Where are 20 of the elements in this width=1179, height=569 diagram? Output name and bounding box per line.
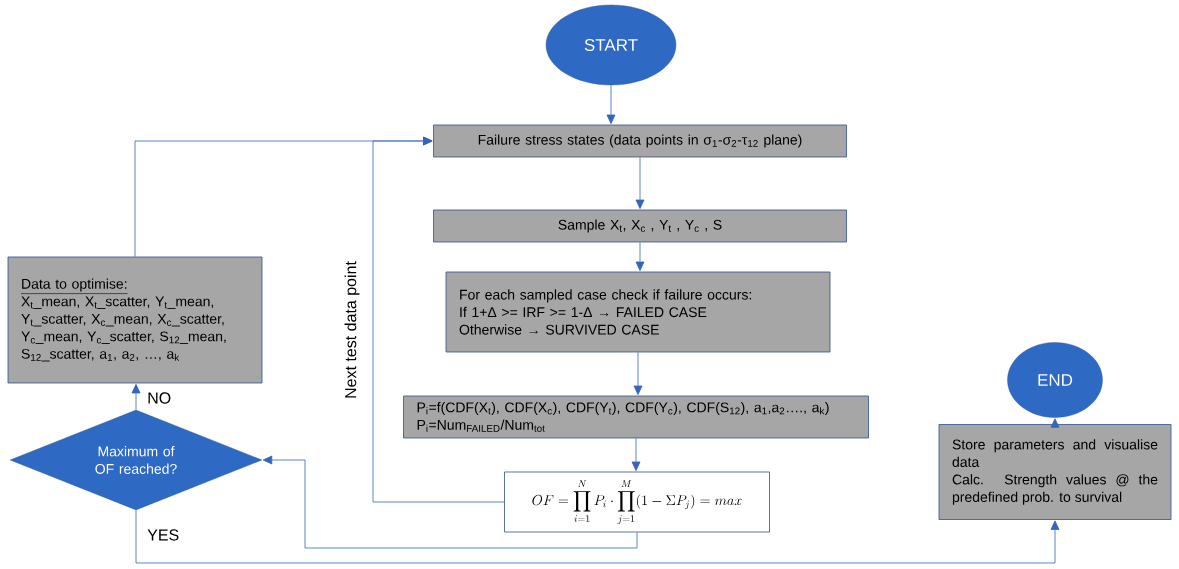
process-box: Failure stress states (data points in σ$_{1}$-σ$_{2}$-τ$_{12}$ plane) bbox=[433, 124, 847, 158]
arrow bbox=[135, 509, 1060, 564]
process-box: For each sampled case check if failure occurs: If 1+Δ >= IRF >= 1-Δ → FAILED CASE Otherwise → SURVIVED CASE bbox=[445, 271, 831, 353]
formula-box: $OF = \prod_{i=1}^{N} P_i \cdot \prod_{j=1}^{M} (1 - \Sigma P_j) = max$ bbox=[504, 471, 770, 533]
arrow bbox=[134, 136, 433, 257]
arrow bbox=[635, 242, 645, 271]
arrow bbox=[131, 383, 141, 411]
process-box: Sample X$_{t}$, X$_{c}$ , Y$_{t}$ , Y$_{c}$ , S bbox=[433, 209, 847, 243]
process-box: Data to optimise: X$_{t}$_mean, X$_{t}$_scatter, Y$_{t}$_mean, Y$_{t}$_scatter, X$_{c}$_mean, X$_{c}$_scatter, Y$_{c}$_mean, Y$_{c}$_scatter, S$_{12}$_mean, S$_{12}$_scatter, a$_{1}$, a$_{2}$, …, a$_{k}$ bbox=[7, 256, 263, 384]
arrow bbox=[606, 84, 616, 125]
process-box: Store parameters and visualise data Calc. Strength values @ the predefined prob. to survival bbox=[938, 424, 1172, 520]
arrow bbox=[262, 455, 638, 549]
edge-label: YES bbox=[147, 529, 179, 541]
arrow bbox=[631, 438, 641, 471]
edge-label: NO bbox=[148, 392, 171, 404]
process-box: P$_{i}$=f(CDF(X$_{t}$), CDF(X$_{c}$), CDF(Y$_{t}$), CDF(Y$_{c}$), CDF(S$_{12}$), a$_{1}$,a$_{2}$…., a$_{k}$) P$_{i}$=Num$_{FAILED}$/Num$_{tot}$ bbox=[403, 395, 869, 439]
arrow bbox=[635, 157, 645, 209]
arrow bbox=[1050, 418, 1060, 428]
arrow bbox=[633, 352, 643, 395]
edge-label: Next test data point bbox=[344, 261, 360, 398]
